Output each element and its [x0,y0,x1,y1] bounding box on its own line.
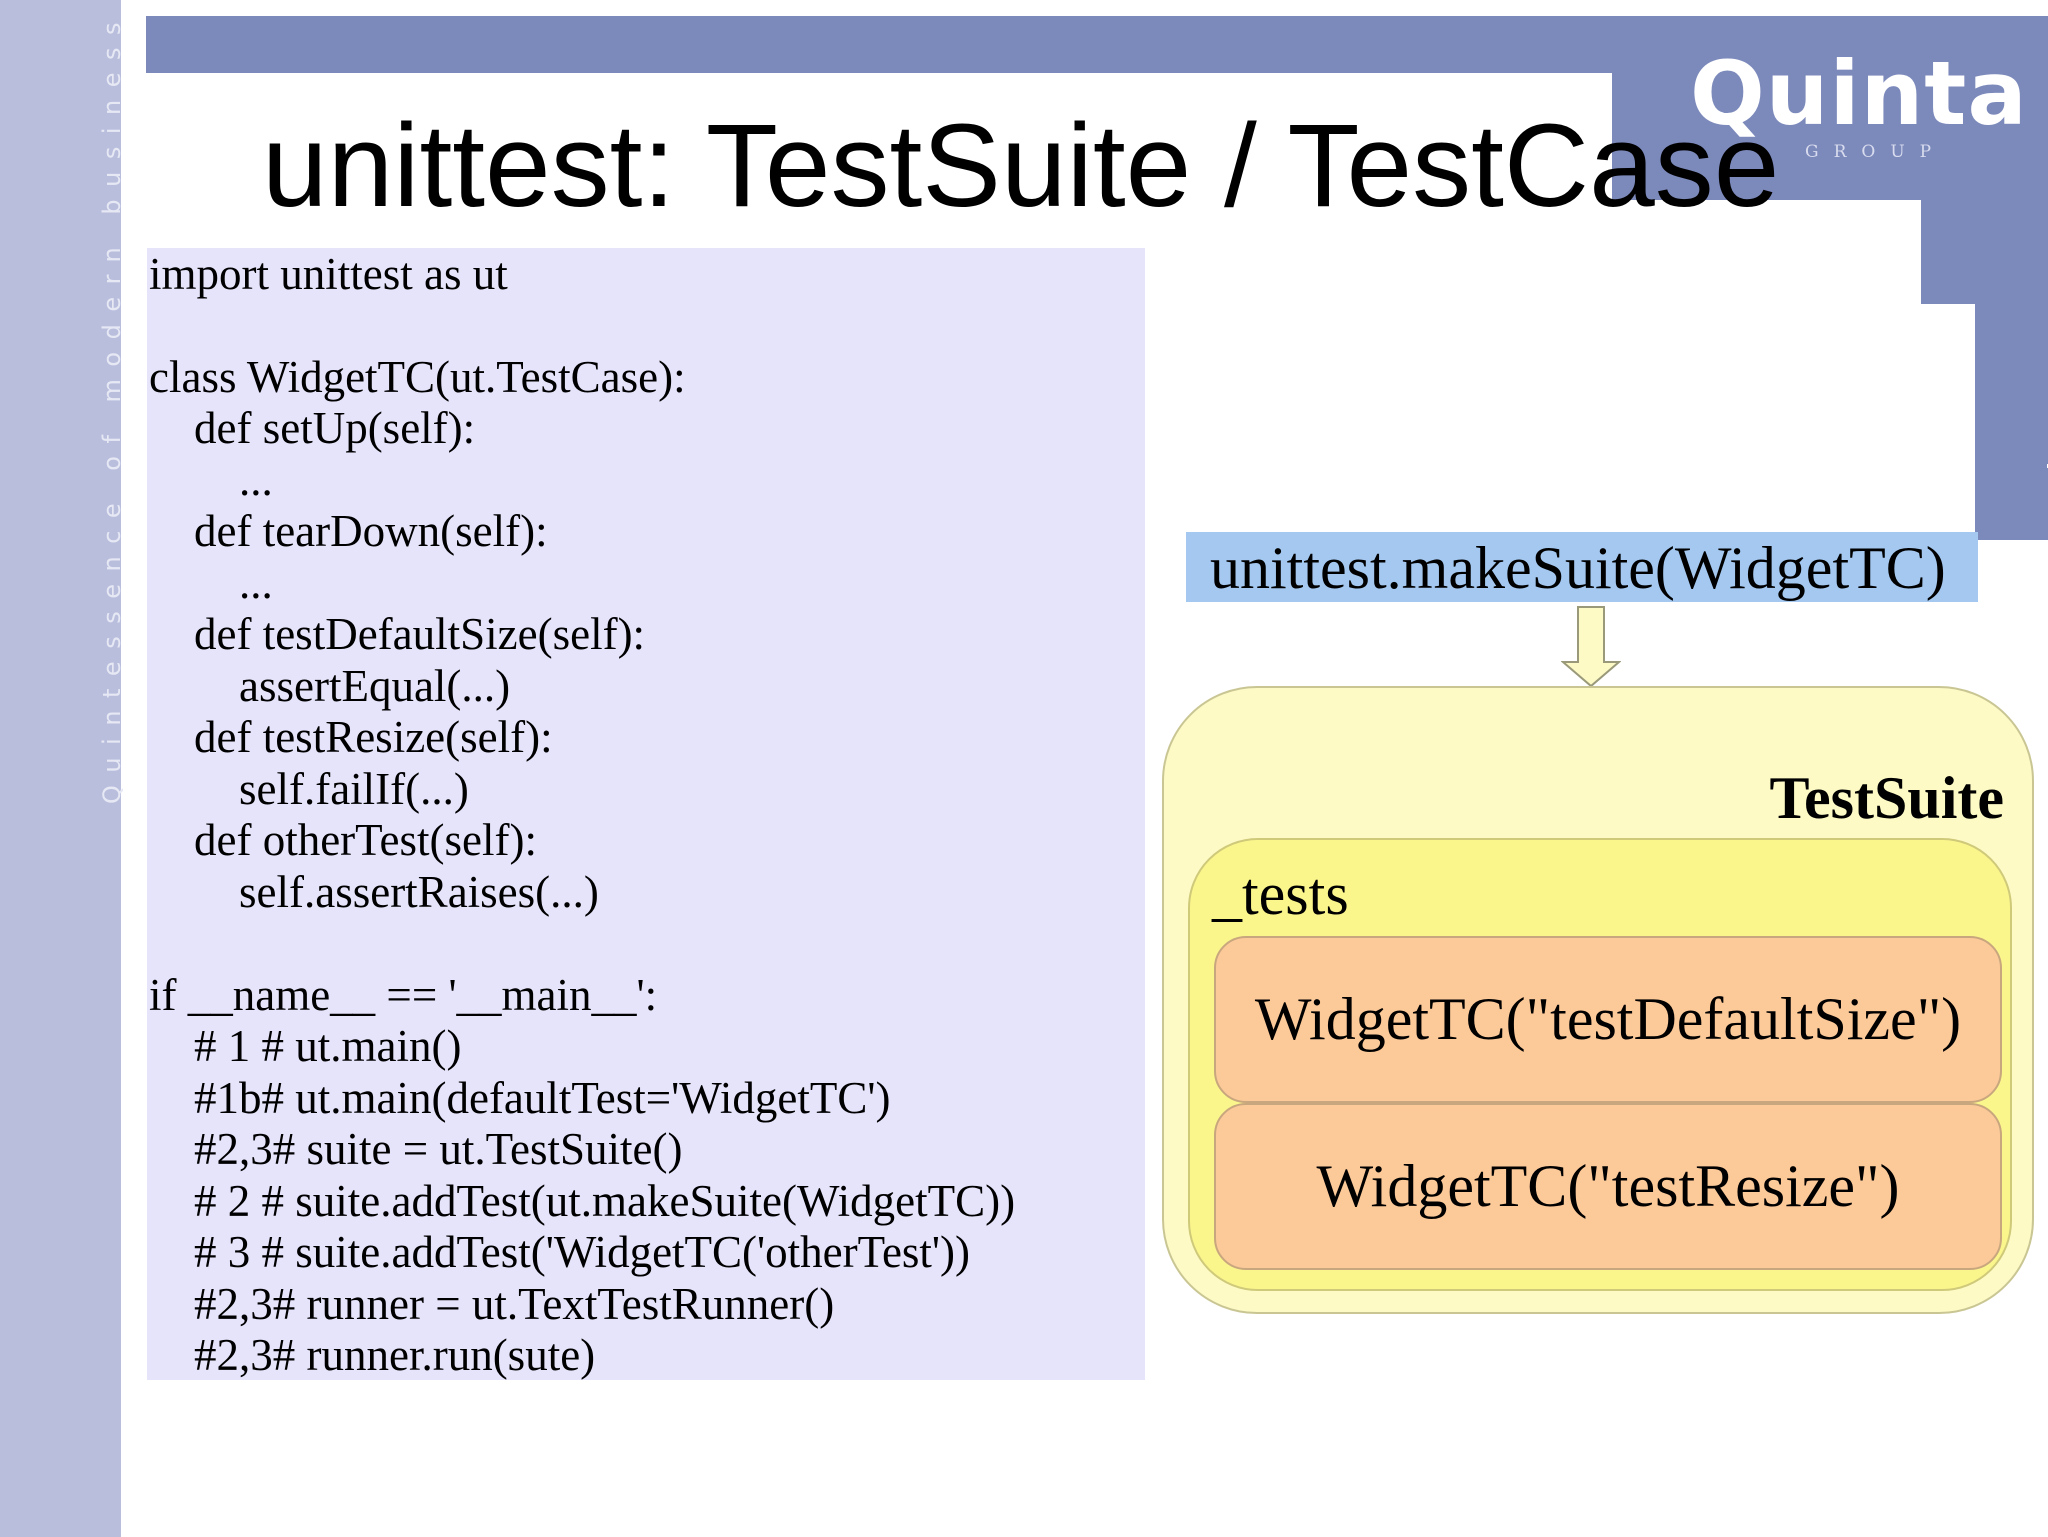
code-line: #1b# ut.main(defaultTest='WidgetTC') [149,1073,891,1123]
make-suite-call-text: unittest.makeSuite(WidgetTC) [1210,535,1946,601]
code-line: ... [149,455,273,505]
tests-container: _tests WidgetTC("testDefaultSize") Widge… [1188,838,2012,1291]
code-line: def tearDown(self): [149,506,548,556]
code-line: # 2 # suite.addTest(ut.makeSuite(WidgetT… [149,1176,1016,1226]
down-arrow-icon [1561,606,1621,688]
code-line: def testDefaultSize(self): [149,609,646,659]
testcase-label: WidgetTC("testResize") [1316,1153,1900,1219]
make-suite-call: unittest.makeSuite(WidgetTC) [1186,532,1978,602]
code-line: #2,3# suite = ut.TestSuite() [149,1124,683,1174]
code-line: # 1 # ut.main() [149,1021,462,1071]
testcase-box: WidgetTC("testDefaultSize") [1214,936,2002,1103]
code-line: assertEqual(...) [149,661,511,711]
code-panel: import unittest as ut class WidgetTC(ut.… [147,248,1145,1380]
header-band-gap [1593,0,2048,16]
tests-label: _tests [1212,861,1349,927]
code-line: # 3 # suite.addTest('WidgetTC('otherTest… [149,1227,971,1277]
testcase-box: WidgetTC("testResize") [1214,1103,2002,1270]
sidebar-tagline: Quintessence of modern business [98,10,126,804]
slide-title: unittest: TestSuite / TestCase [262,100,1780,232]
logo-block-right [1975,290,2048,540]
logo-wordmark: Quinta [1690,42,2028,145]
code-line: ... [149,558,273,608]
logo-block-lower [1921,190,2048,304]
code-line: #2,3# runner = ut.TextTestRunner() [149,1279,835,1329]
logo-block [1612,16,2048,200]
code-line: self.assertRaises(...) [149,867,599,917]
test-suite-label: TestSuite [1769,765,2005,831]
test-suite-box: TestSuite _tests WidgetTC("testDefaultSi… [1162,686,2034,1314]
code-line: if __name__ == '__main__': [149,970,658,1020]
testcase-label: WidgetTC("testDefaultSize") [1254,986,1962,1052]
code-line: class WidgetTC(ut.TestCase): [149,352,686,402]
code-line: def testResize(self): [149,712,553,762]
code-line: def setUp(self): [149,403,476,453]
code-line: def otherTest(self): [149,815,537,865]
logo-url: quintagroup.com [2040,139,2048,530]
code-line: import unittest as ut [149,249,508,299]
logo-group-label: GROUP [1805,142,1947,162]
code-line: self.failIf(...) [149,764,469,814]
code-line: #2,3# runner.run(sute) [149,1330,596,1380]
side-strip [0,0,121,1537]
